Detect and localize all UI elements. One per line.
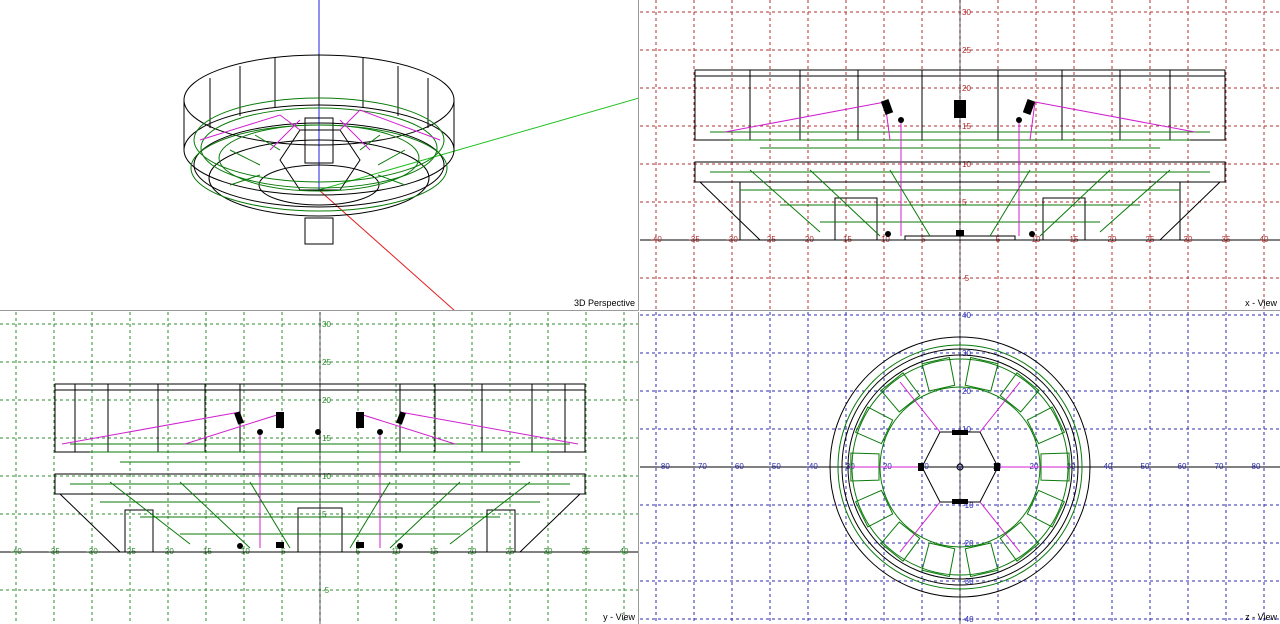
x-view-green-frame (710, 131, 1210, 237)
tick-label-horizontal: -50 (769, 462, 781, 471)
tick-label-horizontal: 35 (582, 547, 591, 556)
tick-label-vertical: -10 (962, 501, 974, 510)
tick-label-vertical: 40 (962, 312, 971, 320)
tick-label-vertical: 15 (322, 434, 331, 443)
x-view-connectors (880, 99, 1036, 237)
tick-label-horizontal: -80 (658, 462, 670, 471)
tick-label-horizontal: 40 (620, 547, 629, 556)
viewport-label: z - View (1245, 612, 1277, 622)
tick-label-vertical: 20 (962, 84, 971, 93)
tick-label-horizontal: 80 (1252, 462, 1261, 471)
tick-label-vertical: -20 (962, 539, 974, 548)
tick-label-horizontal: 60 (1178, 462, 1187, 471)
tick-label-horizontal: 35 (1222, 235, 1231, 244)
tick-label-vertical: -5 (962, 274, 970, 283)
tick-label-vertical: 15 (962, 122, 971, 131)
y-view-model (54, 383, 586, 553)
tick-label-vertical: 5 (322, 510, 327, 519)
z-view-connectors (918, 430, 1000, 504)
viewport-z-view[interactable]: -80 -70 -60 -50 -40 -30 -20 -10 0 10 20 30 40 50 60 70 8… (640, 312, 1280, 624)
tick-label-vertical: -5 (322, 586, 330, 595)
z-view-magenta-cables (850, 381, 1070, 553)
y-axis-line (318, 97, 638, 191)
z-view-segment (1026, 489, 1066, 528)
tick-label-vertical: 10 (962, 425, 971, 434)
z-view-segment (999, 521, 1040, 562)
tick-label-horizontal: 50 (1141, 462, 1150, 471)
tick-label-vertical: 10 (322, 472, 331, 481)
tick-label-horizontal: -70 (695, 462, 707, 471)
tick-label-horizontal: -35 (48, 547, 60, 556)
tick-label-horizontal: -30 (726, 235, 738, 244)
tick-label-vertical: 25 (322, 358, 331, 367)
tick-label-horizontal: 70 (1215, 462, 1224, 471)
z-view-segment (964, 542, 999, 578)
z-view-segment (880, 521, 921, 562)
tick-label-horizontal: -30 (843, 462, 855, 471)
y-view-magenta-cables (61, 411, 579, 548)
tick-label-horizontal: 30 (544, 547, 553, 556)
viewport-label: 3D Perspective (573, 298, 635, 308)
z-view-segment (964, 356, 999, 392)
z-view-segment (1026, 406, 1066, 445)
tick-label-vertical: -30 (962, 577, 974, 586)
tick-label-vertical: 20 (322, 396, 331, 405)
z-view-segment (1040, 452, 1070, 482)
z-view-segment (854, 489, 894, 528)
tick-label-vertical: 5 (962, 198, 967, 207)
tick-label-vertical: 30 (962, 8, 971, 17)
tick-label-vertical: 25 (962, 46, 971, 55)
z-view-canvas: -80 -70 -60 -50 -40 -30 -20 -10 0 10 20 30 40 50 60 70 8… (640, 312, 1280, 624)
tick-label-horizontal: 40 (1260, 235, 1269, 244)
tick-label-vertical: 20 (962, 387, 971, 396)
tick-label-horizontal: -40 (650, 235, 662, 244)
z-view-segment (880, 372, 921, 413)
tick-label-horizontal: 30 (1184, 235, 1193, 244)
z-view-segment (854, 406, 894, 445)
z-view-segment (850, 452, 880, 482)
perspective-green-frame (190, 97, 448, 212)
tick-label-vertical: -40 (962, 615, 974, 624)
viewport-label: x - View (1245, 298, 1277, 308)
z-view-green-segments (837, 344, 1083, 590)
tick-label-vertical: 30 (962, 349, 971, 358)
perspective-canvas (183, 0, 638, 310)
tick-label-vertical: 10 (962, 160, 971, 169)
tick-label-horizontal: 40 (1104, 462, 1113, 471)
tick-label-horizontal: -30 (86, 547, 98, 556)
tick-label-vertical: 30 (322, 320, 331, 329)
y-view-green-frame (70, 443, 570, 549)
tick-label-horizontal: 30 (1067, 462, 1076, 471)
tick-label-horizontal: -40 (10, 547, 22, 556)
viewport-3d-perspective[interactable]: 3D Perspective (0, 0, 639, 311)
viewport-label: y - View (603, 612, 635, 622)
tick-label-horizontal: -35 (688, 235, 700, 244)
x-view-model (694, 69, 1226, 241)
z-view-model (829, 336, 1091, 598)
z-view-segment (999, 372, 1040, 413)
y-view-connectors (234, 411, 406, 549)
tick-label-horizontal: -40 (806, 462, 818, 471)
z-view-segment (921, 356, 956, 392)
z-view-segment (921, 542, 956, 578)
perspective-magenta-cables (199, 109, 441, 151)
tick-label-horizontal: 0 (958, 462, 963, 471)
tick-label-horizontal: -60 (732, 462, 744, 471)
